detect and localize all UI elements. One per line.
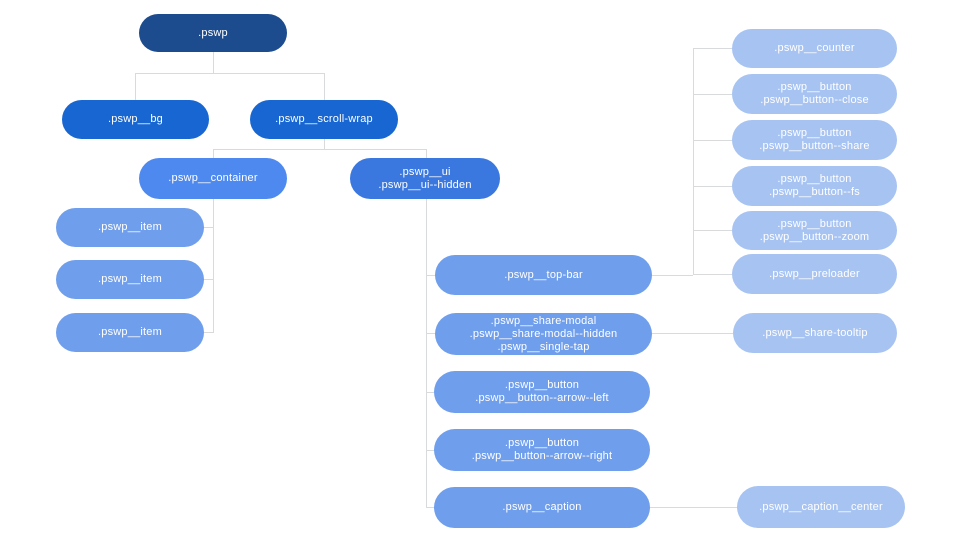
node-pswp-item: .pswp__item <box>56 208 204 247</box>
node-pswp-scroll-wrap: .pswp__scroll-wrap <box>250 100 398 139</box>
node-label: .pswp__button--arrow--left <box>475 392 609 404</box>
connector-line <box>204 227 213 228</box>
connector-line <box>693 186 732 187</box>
node-label: .pswp__counter <box>774 42 855 54</box>
node-label: .pswp__button--fs <box>769 186 860 198</box>
connector-line <box>213 149 214 158</box>
node-label: .pswp__container <box>168 172 258 184</box>
connector-line <box>213 199 214 333</box>
node-pswp-item: .pswp__item <box>56 313 204 352</box>
node-label: .pswp__item <box>98 221 162 233</box>
connector-line <box>652 333 733 334</box>
node-pswp-container: .pswp__container <box>139 158 287 199</box>
node-pswp-share-tooltip: .pswp__share-tooltip <box>733 313 897 353</box>
node-label: .pswp__button--zoom <box>759 230 870 243</box>
connector-line <box>426 507 434 508</box>
node-pswp-preloader: .pswp__preloader <box>732 254 897 294</box>
connector-line <box>204 279 213 280</box>
connector-line <box>324 73 325 100</box>
connector-line <box>693 230 732 231</box>
node-pswp-button-share: .pswp__button .pswp__button--share <box>732 120 897 160</box>
node-label: .pswp__button <box>777 173 852 185</box>
node-pswp-button-arrow-left: .pswp__button .pswp__button--arrow--left <box>434 371 650 413</box>
connector-line <box>426 275 435 276</box>
connector-line <box>650 507 737 508</box>
connector-line <box>693 140 732 141</box>
node-label: .pswp__button <box>777 127 852 139</box>
node-label: .pswp__button <box>504 437 580 449</box>
node-label: .pswp__button--share <box>759 140 870 152</box>
node-label: .pswp__button--close <box>760 94 869 106</box>
node-pswp-caption: .pswp__caption <box>434 487 650 528</box>
node-label: .pswp__share-tooltip <box>762 326 868 339</box>
connector-line <box>693 48 732 49</box>
node-label: .pswp__button <box>777 217 852 230</box>
node-pswp-bg: .pswp__bg <box>62 100 209 139</box>
connector-line <box>426 333 435 334</box>
node-label: .pswp__button--arrow--right <box>471 450 613 462</box>
connector-line <box>204 332 213 333</box>
connector-line <box>693 274 732 275</box>
connector-line <box>426 199 427 507</box>
connector-line <box>426 392 434 393</box>
node-pswp-button-arrow-right: .pswp__button .pswp__button--arrow--righ… <box>434 429 650 471</box>
node-label: .pswp__button <box>777 81 852 93</box>
node-pswp-ui: .pswp__ui .pswp__ui--hidden <box>350 158 500 199</box>
node-label: .pswp__top-bar <box>504 268 583 281</box>
node-pswp-top-bar: .pswp__top-bar <box>435 255 652 295</box>
connector-line <box>652 275 693 276</box>
node-label: .pswp__item <box>98 326 162 338</box>
connector-line <box>324 139 325 149</box>
node-pswp: .pswp <box>139 14 287 52</box>
node-pswp-caption-center: .pswp__caption__center <box>737 486 905 528</box>
node-label: .pswp__button <box>504 379 580 391</box>
connector-line <box>213 52 214 73</box>
node-label: .pswp__single-tap <box>497 340 590 353</box>
connector-line <box>693 94 732 95</box>
node-label: .pswp__caption__center <box>759 500 883 513</box>
node-pswp-button-fs: .pswp__button .pswp__button--fs <box>732 166 897 206</box>
node-label: .pswp__caption <box>502 501 582 513</box>
node-pswp-item: .pswp__item <box>56 260 204 299</box>
connector-line <box>135 73 325 74</box>
connector-line <box>135 73 136 100</box>
connector-line <box>426 450 434 451</box>
node-pswp-button-zoom: .pswp__button .pswp__button--zoom <box>732 211 897 250</box>
node-pswp-share-modal: .pswp__share-modal .pswp__share-modal--h… <box>435 313 652 355</box>
node-label: .pswp__share-modal <box>490 314 597 327</box>
node-label: .pswp__share-modal--hidden <box>469 327 618 340</box>
node-label: .pswp__ui <box>399 165 451 178</box>
connector-line <box>213 149 426 150</box>
node-label: .pswp__scroll-wrap <box>275 113 373 125</box>
node-pswp-button-close: .pswp__button .pswp__button--close <box>732 74 897 114</box>
node-label: .pswp <box>198 26 228 39</box>
node-label: .pswp__item <box>98 273 162 285</box>
connector-line <box>693 48 694 275</box>
node-label: .pswp__preloader <box>769 267 860 280</box>
connector-line <box>426 149 427 158</box>
node-label: .pswp__bg <box>107 113 163 125</box>
node-label: .pswp__ui--hidden <box>378 178 472 191</box>
node-pswp-counter: .pswp__counter <box>732 29 897 68</box>
